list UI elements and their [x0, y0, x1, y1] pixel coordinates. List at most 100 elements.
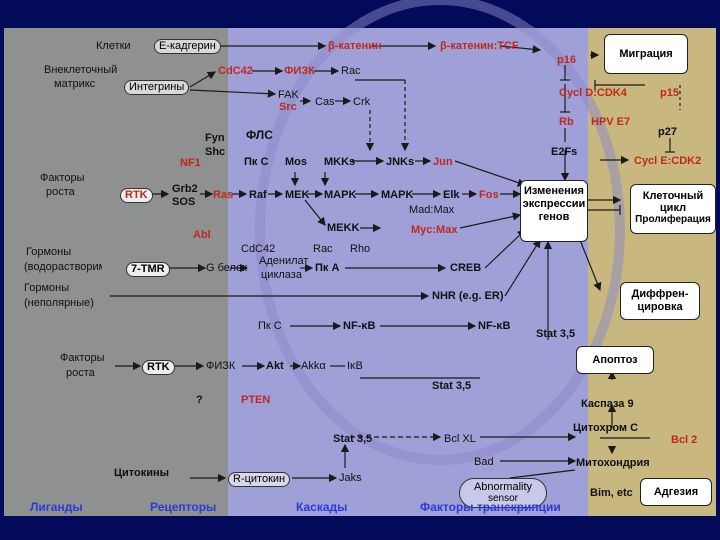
g-protein: G белок: [206, 262, 247, 274]
fyn: Fyn: [205, 132, 225, 144]
migration-label: Миграция: [619, 48, 672, 60]
mos: Mos: [285, 156, 307, 168]
ras: Ras: [213, 189, 233, 201]
pten: PTEN: [241, 394, 270, 406]
rho: Rho: [350, 243, 370, 255]
jaks: Jaks: [339, 472, 362, 484]
ecm-label-line2: матрикс: [54, 78, 95, 90]
beta-catenin: β-катенин: [328, 40, 382, 52]
growth-factors-1-line2: роста: [46, 186, 75, 198]
nhr: NHR (e.g. ER): [432, 290, 504, 302]
cdc42-mid: CdC42: [241, 243, 275, 255]
mekk: MEKK: [327, 222, 359, 234]
hormones-2-line2: (неполярные): [24, 297, 94, 309]
cell-cycle-box: Клеточный цикл Пролиферация: [630, 184, 716, 234]
mad-max: Mad:Max: [409, 204, 454, 216]
cas: Cas: [315, 96, 335, 108]
hormones-1-line2: (водорастворимые): [24, 261, 102, 273]
bcl-2: Bcl 2: [671, 434, 697, 446]
e2fs: E2Fs: [551, 146, 577, 158]
adenylate-line2: циклаза: [261, 269, 302, 281]
cyce-cdk2: Cycl E:CDK2: [634, 155, 701, 167]
p16: p16: [557, 54, 576, 66]
footer-receptors: Рецепторы: [150, 500, 216, 514]
mitochondria: Митохондрия: [576, 457, 650, 469]
7tmr-receptor: 7-TMR: [126, 262, 170, 277]
gene-line2: экспрессии: [521, 198, 587, 211]
proliferation-label: Пролиферация: [631, 214, 715, 226]
grb2: Grb2: [172, 183, 198, 195]
bad: Bad: [474, 456, 494, 468]
mek: MEK: [285, 189, 309, 201]
adhesion-label: Адгезия: [654, 486, 698, 498]
cycd-cdk4: Cycl D:CDK4: [559, 87, 627, 99]
cell-cycle-line2: цикл: [631, 202, 715, 214]
creb: CREB: [450, 262, 481, 274]
shc: Shc: [205, 146, 225, 158]
migration-box: Миграция: [604, 34, 688, 74]
cell-cycle-line1: Клеточный: [631, 190, 715, 202]
src: Src: [279, 101, 297, 113]
apoptosis-label: Апоптоз: [592, 354, 637, 366]
pkc-2: Пк С: [258, 320, 282, 332]
footer-transcription-factors: Факторы транскрипции: [420, 500, 561, 514]
cdc42-top: CdC42: [218, 65, 253, 77]
abnormality-line1: Abnormality: [464, 481, 542, 493]
footer-ligands: Лиганды: [30, 500, 83, 514]
rtk-receptor-2: RTK: [142, 360, 175, 375]
r-cytokine-receptor: R-цитокин: [228, 472, 290, 487]
akt: Akt: [266, 360, 284, 372]
fizk-top: ФИЗК: [284, 65, 315, 77]
apoptosis-box: Апоптоз: [576, 346, 654, 374]
growth-factors-2-line1: Факторы: [60, 352, 104, 364]
integrins-receptor: Интегрины: [124, 80, 189, 95]
gene-line1: Изменения: [521, 185, 587, 198]
rtk-receptor-1: RTK: [120, 188, 153, 203]
cells-label: Клетки: [96, 40, 131, 52]
nfkb-1: NF-κB: [343, 320, 375, 332]
abl: Abl: [193, 229, 211, 241]
cytochrome-c: Цитохром С: [573, 422, 638, 434]
fos: Fos: [479, 189, 499, 201]
adenylate-line1: Аденилат: [259, 255, 308, 267]
ecm-label-line1: Внеклеточный: [44, 64, 117, 76]
beta-catenin-tcf: β-катенин:TCF: [440, 40, 519, 52]
fls: ФЛС: [246, 129, 273, 141]
caspase-9: Каспаза 9: [581, 398, 634, 410]
mapk-2: MAPK: [381, 189, 413, 201]
gene-expression-box: Изменения экспрессии генов: [520, 180, 588, 242]
rac-top: Rac: [341, 65, 361, 77]
rb: Rb: [559, 116, 574, 128]
differentiation-box: Диффрен- цировка: [620, 282, 700, 320]
mapk-1: MAPK: [324, 189, 356, 201]
hormones-1-line1: Гормоны: [26, 246, 71, 258]
e-cadherin-receptor: Е-кадгерин: [154, 39, 221, 54]
bcl-xl: Bcl XL: [444, 433, 476, 445]
fizk-2: ФИЗК: [206, 360, 235, 372]
mkks: MKKs: [324, 156, 355, 168]
sos: SOS: [172, 196, 195, 208]
diff-line2: цировка: [621, 301, 699, 314]
stat-c: Stat 3,5: [333, 433, 372, 445]
gene-line3: генов: [521, 211, 587, 224]
p15: p15: [660, 87, 679, 99]
hormones-2-line1: Гормоны: [24, 282, 69, 294]
akk-alpha: Akkα: [301, 360, 326, 372]
nf1: NF1: [180, 157, 201, 169]
p27: p27: [658, 126, 677, 138]
ikb: IκB: [347, 360, 363, 372]
elk: Elk: [443, 189, 460, 201]
cytokines-label: Цитокины: [114, 467, 169, 479]
crk: Crk: [353, 96, 370, 108]
question-mark: ?: [196, 394, 203, 406]
stat-b: Stat 3,5: [432, 380, 471, 392]
bim: Bim, etc: [590, 487, 633, 499]
footer-cascades: Каскады: [296, 500, 347, 514]
pka: Пк А: [315, 262, 339, 274]
pkc: Пк С: [244, 156, 268, 168]
adhesion-box: Адгезия: [640, 478, 712, 506]
growth-factors-2-line2: роста: [66, 367, 95, 379]
rac-mid: Rac: [313, 243, 333, 255]
stat-a: Stat 3,5: [536, 328, 575, 340]
